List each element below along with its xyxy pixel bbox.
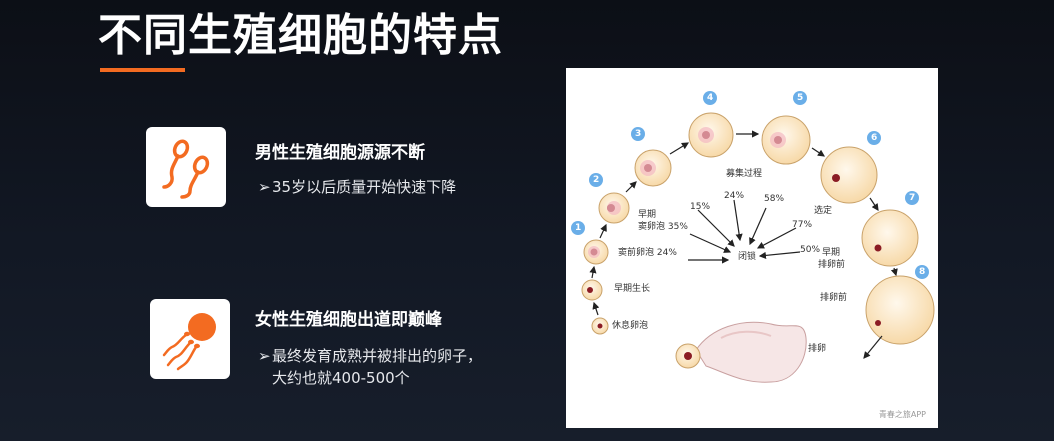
follicle-6	[820, 146, 878, 204]
watermark: 青春之旅APP	[878, 410, 926, 419]
badge-7: 7	[909, 193, 916, 203]
label-atresia: 闭锁	[738, 252, 757, 262]
label-select: 选定	[814, 206, 833, 216]
male-bullet-text: 35岁以后质量开始快速下降	[272, 178, 457, 196]
label-p50: 50%	[800, 245, 821, 255]
female-bullet-line-2: 大约也就400-500个	[272, 369, 410, 387]
bullet-arrow-icon: ➢	[258, 178, 271, 196]
badge-6: 6	[871, 133, 878, 143]
label-recruit: 募集过程	[726, 169, 763, 179]
label-p24: 24%	[724, 191, 745, 201]
badge-3: 3	[635, 129, 642, 139]
badge-2: 2	[593, 175, 600, 185]
female-heading: 女性生殖细胞出道即巅峰	[255, 310, 442, 330]
badge-1: 1	[575, 223, 582, 233]
badge-4: 4	[707, 93, 714, 103]
page-title: 不同生殖细胞的特点	[98, 10, 503, 61]
label-ovulation: 排卵	[808, 344, 827, 354]
label-p58: 58%	[764, 194, 785, 204]
label-early-antral-2: 窦卵泡 35%	[638, 222, 688, 232]
label-p15: 15%	[690, 202, 711, 212]
follicle-7	[861, 209, 919, 267]
female-bullet-line-1: 最终发育成熟并被排出的卵子，	[272, 347, 483, 365]
egg-icon-card	[150, 299, 230, 379]
sperm-icon-card	[146, 127, 226, 207]
egg-sperm-icon	[162, 313, 216, 371]
male-heading: 男性生殖细胞源源不断	[255, 143, 425, 163]
label-preov: 排卵前	[820, 293, 848, 303]
label-early-antral-1: 早期	[638, 210, 657, 220]
follicle-8	[865, 275, 935, 345]
badge-8: 8	[919, 267, 926, 277]
label-resting: 休息卵泡	[612, 321, 649, 331]
male-bullet: ➢35岁以后质量开始快速下降	[258, 176, 456, 198]
label-p77: 77%	[792, 220, 813, 230]
follicle-diagram: 休息卵泡 早期生长 窦前卵泡 24% 早期 窦卵泡 35% 募集过程 24% 1…	[566, 68, 938, 428]
badge-5: 5	[797, 93, 804, 103]
bullet-arrow-icon: ➢	[258, 347, 271, 365]
female-bullet: ➢最终发育成熟并被排出的卵子， 大约也就400-500个	[258, 345, 482, 389]
label-early-growth: 早期生长	[614, 284, 651, 294]
follicle-illustration	[571, 91, 935, 383]
sperm-icon	[162, 139, 210, 199]
label-early-preov-2: 排卵前	[818, 260, 846, 270]
label-preantral: 窦前卵泡 24%	[618, 248, 677, 258]
label-early-preov-1: 早期	[822, 248, 841, 258]
title-underline	[100, 68, 185, 72]
